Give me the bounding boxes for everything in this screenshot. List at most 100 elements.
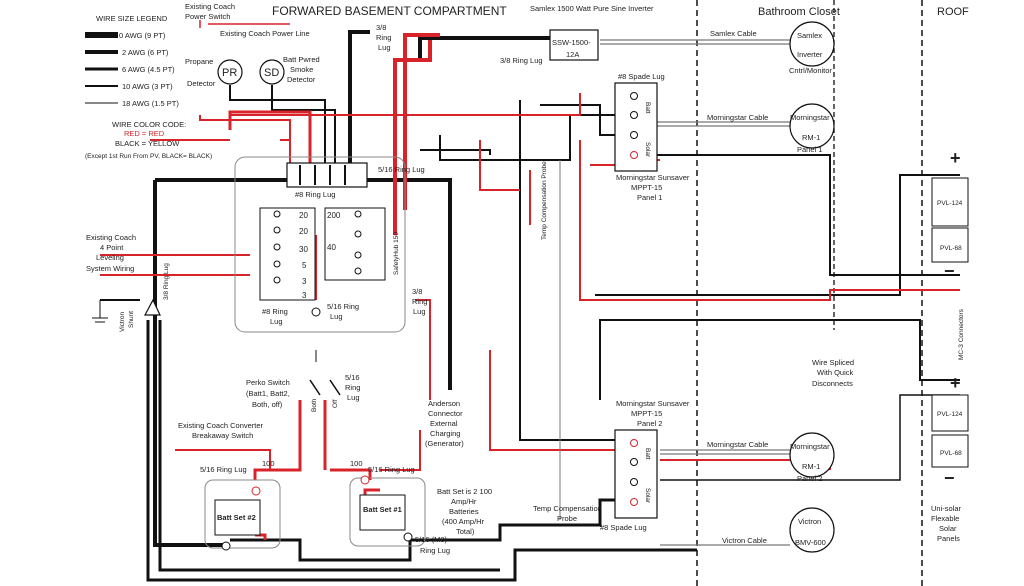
anderson-5: (Generator) bbox=[425, 439, 464, 448]
perko-2: (Batt1, Batt2, bbox=[246, 389, 290, 398]
bmv600-1: Victron bbox=[798, 517, 821, 526]
wire-size-legend: WIRE SIZE LEGEND 0 AWG (9 PT) 2 AWG (6 P… bbox=[85, 14, 212, 160]
batt-bottom-lug-1: 5/16 (M8) bbox=[415, 535, 448, 544]
inverter-ring-lug: 3/8 Ring Lug bbox=[500, 56, 543, 65]
rm1-panel1-3: Panel 1 bbox=[797, 145, 822, 154]
ring-516-bottom-2: Lug bbox=[330, 312, 343, 321]
controller2-name-3: Panel 2 bbox=[637, 419, 662, 428]
batt2-lug: 5/16 Ring Lug bbox=[200, 465, 247, 474]
pvl-68-a: PVL-68 bbox=[940, 245, 962, 252]
bus-junction-icon bbox=[311, 307, 321, 317]
bus-ring-516: 5/16 Ring Lug bbox=[378, 165, 425, 174]
fuse-right-0: 200 bbox=[327, 211, 341, 220]
pvl-124-b: PVL-124 bbox=[937, 411, 963, 418]
black-wires bbox=[100, 30, 960, 582]
rm1-panel2-meter-icon bbox=[789, 432, 835, 478]
converter-2: Breakaway Switch bbox=[192, 431, 253, 440]
rm1-panel1-1: Morningstar bbox=[790, 113, 830, 122]
samlex-monitor-3: Cntrl/Monitor bbox=[789, 66, 832, 75]
controller1-name-3: Panel 1 bbox=[637, 193, 662, 202]
legend-item-2awg: 2 AWG (6 PT) bbox=[122, 48, 169, 57]
legend-item-0awg: 0 AWG (9 PT) bbox=[119, 31, 166, 40]
pvl-124-a: PVL-124 bbox=[937, 200, 963, 207]
victron-cable: Victron Cable bbox=[722, 536, 767, 545]
converter-1: Existing Coach Converter bbox=[178, 421, 264, 430]
splice-3: Disconnects bbox=[812, 379, 853, 388]
fuse-block-panel bbox=[234, 156, 406, 333]
safety-hub bbox=[324, 207, 386, 281]
fuse-left-0: 20 bbox=[299, 211, 308, 220]
rm1-panel1-2: RM-1 bbox=[802, 133, 820, 142]
coach-wiring-3: Leveling bbox=[96, 253, 124, 262]
bmv600-2: BMV-600 bbox=[795, 538, 826, 547]
samlex-monitor-icon bbox=[789, 21, 835, 67]
batt-note-1: Batt Set is 2 100 bbox=[437, 487, 492, 496]
coach-switch-label-2: Power Switch bbox=[185, 12, 230, 21]
coach-power-line-label: Existing Coach Power Line bbox=[220, 29, 310, 38]
inverter-top-ring-3: Lug bbox=[378, 43, 391, 52]
batt1-amp: 100 bbox=[350, 459, 363, 468]
batt1-lug: 5/16 Ring Lug bbox=[368, 465, 415, 474]
perko-off: Off bbox=[332, 399, 339, 408]
batt-note-5: Total) bbox=[456, 527, 475, 536]
samlex-cable-label: Samlex Cable bbox=[710, 29, 757, 38]
perko-ring-1: 5/16 bbox=[345, 373, 360, 382]
controller2-spade: #8 Spade Lug bbox=[600, 523, 647, 532]
perko-switch-icon bbox=[309, 379, 321, 396]
batt-bottom-lug-2: Ring Lug bbox=[420, 546, 450, 555]
smoke-label-3: Detector bbox=[287, 75, 316, 84]
smoke-detector-icon bbox=[259, 59, 285, 85]
fuse-left-labels: 20 20 30 5 3 3 bbox=[299, 211, 308, 300]
minus-sign-top: − bbox=[944, 261, 955, 281]
batt-note-2: Amp/Hr bbox=[451, 497, 477, 506]
batt-note-4: (400 Amp/Hr bbox=[442, 517, 485, 526]
anderson-2: Connector bbox=[428, 409, 463, 418]
propane-detector-icon bbox=[217, 59, 243, 85]
ring-38-right-2: Ring bbox=[412, 297, 427, 306]
roof-title: ROOF bbox=[937, 6, 969, 18]
samlex-monitor-2: Inverter bbox=[797, 50, 823, 59]
solar-panels-2: Flexable bbox=[931, 514, 959, 523]
controller1-cable: Morningstar Cable bbox=[707, 113, 768, 122]
coach-wiring-4: System Wiring bbox=[86, 264, 134, 273]
fuse-left-5: 3 bbox=[302, 291, 307, 300]
splice-2: With Quick bbox=[817, 368, 854, 377]
color-code-title: WIRE COLOR CODE: bbox=[112, 120, 186, 129]
color-code-note: (Except 1st Run From PV, BLACK= BLACK) bbox=[85, 153, 212, 160]
inverter-box bbox=[549, 29, 599, 61]
inverter-model-2: 12A bbox=[566, 50, 579, 59]
ring-516-bottom-1: 5/16 Ring bbox=[327, 302, 359, 311]
batt-set-1-box bbox=[349, 477, 426, 547]
solar-panels-3: Solar bbox=[939, 524, 957, 533]
perko-ring-3: Lug bbox=[347, 393, 360, 402]
rm1-panel2-3: Panel 2 bbox=[797, 474, 822, 483]
rm1-panel2-2: RM-1 bbox=[802, 462, 820, 471]
solar-panels-1: Uni-solar bbox=[931, 504, 962, 513]
samlex-monitor-1: Samlex bbox=[797, 31, 822, 40]
controller2-batt-tag: Batt bbox=[644, 448, 651, 460]
controller2-name-2: MPPT-15 bbox=[631, 409, 662, 418]
sd-symbol: SD bbox=[264, 67, 279, 79]
bathroom-closet-title: Bathroom Closet bbox=[758, 6, 840, 18]
splice-1: Wire Spliced bbox=[812, 358, 854, 367]
propane-label-1: Propane bbox=[185, 57, 213, 66]
perko-1: Perko Switch bbox=[246, 378, 290, 387]
fuse-right-1: 40 bbox=[327, 243, 336, 252]
controller1-name-1: Morningstar Sunsaver bbox=[616, 173, 690, 182]
victron-shunt-1: Victron bbox=[119, 312, 126, 332]
pr-symbol: PR bbox=[222, 67, 237, 79]
plus-sign-bottom: + bbox=[950, 373, 961, 393]
legend-item-18awg: 18 AWG (1.5 PT) bbox=[122, 99, 179, 108]
perko-both: Both bbox=[311, 398, 318, 412]
legend-title: WIRE SIZE LEGEND bbox=[96, 14, 168, 23]
ring-38-right-1: 3/8 bbox=[412, 287, 422, 296]
controller1-batt-tag: Batt bbox=[644, 102, 651, 114]
plus-sign-top: + bbox=[950, 148, 961, 168]
perko-3: Both, off) bbox=[252, 400, 283, 409]
solar-panels-4: Panels bbox=[937, 534, 960, 543]
victron-shunt-2: Shunt bbox=[128, 311, 135, 328]
batt1-label: Batt Set #1 bbox=[363, 505, 402, 514]
main-title: FORWARED BASEMENT COMPARTMENT bbox=[272, 4, 507, 18]
ring-38-left: 3/8 Ring Lug bbox=[163, 263, 170, 300]
legend-item-6awg: 6 AWG (4.5 PT) bbox=[122, 65, 175, 74]
